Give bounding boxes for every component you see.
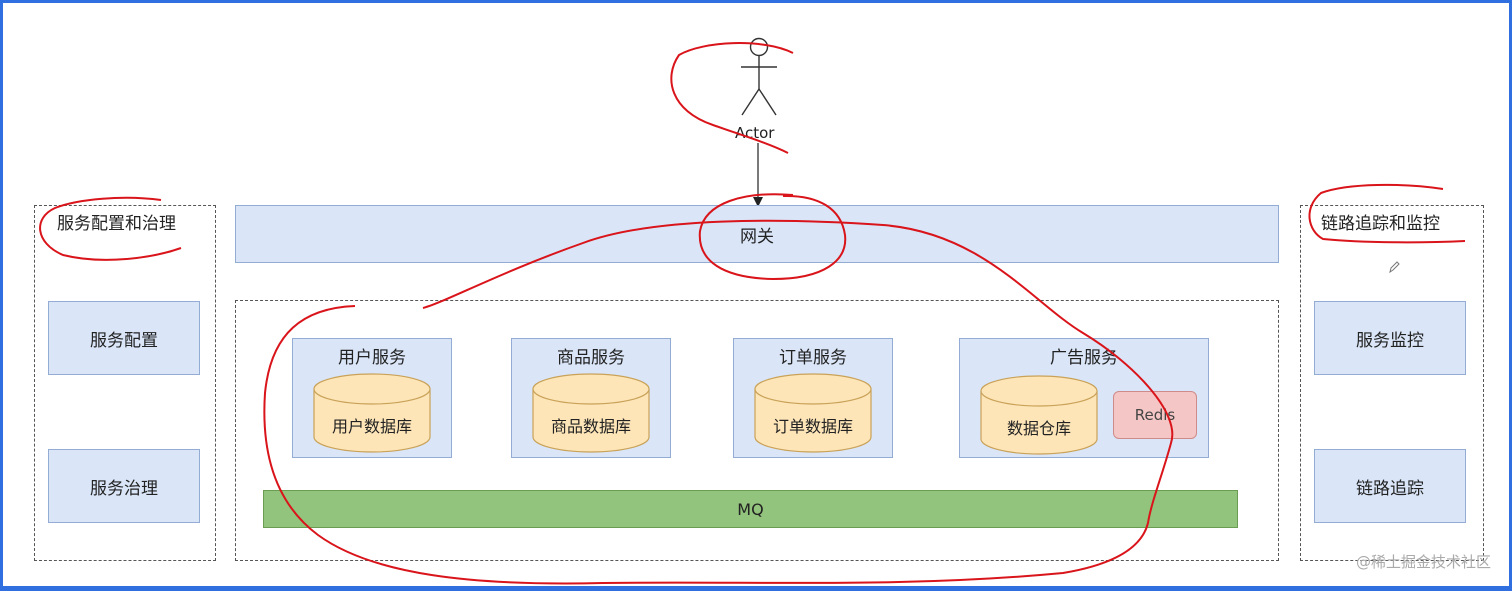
link-tracing-label: 链路追踪 — [1356, 478, 1424, 499]
ad-service-title: 广告服务 — [1050, 348, 1118, 368]
gateway-box: 网关 — [235, 205, 1279, 263]
order-service-title: 订单服务 — [779, 348, 847, 368]
service-monitoring-label: 服务监控 — [1356, 330, 1424, 351]
product-service-box: 商品服务 商品数据库 — [511, 338, 671, 458]
service-monitoring-box: 服务监控 — [1314, 301, 1466, 375]
data-warehouse: 数据仓库 — [980, 375, 1098, 455]
ad-service-box: 广告服务 数据仓库 Redis — [959, 338, 1209, 458]
product-service-title: 商品服务 — [557, 348, 625, 368]
actor-to-gateway-arrow — [753, 143, 763, 207]
service-config-label: 服务配置 — [90, 330, 158, 351]
user-database-label: 用户数据库 — [331, 417, 412, 436]
order-service-box: 订单服务 订单数据库 — [733, 338, 893, 458]
service-governance-box: 服务治理 — [48, 449, 200, 523]
actor-label: Actor — [735, 124, 775, 142]
product-database-label: 商品数据库 — [550, 417, 631, 436]
gateway-label: 网关 — [740, 226, 774, 247]
watermark: @稀土掘金技术社区 — [1355, 553, 1491, 571]
actor-stick-figure-icon — [741, 37, 777, 116]
data-warehouse-label: 数据仓库 — [1006, 419, 1071, 438]
redis-cache-box: Redis — [1113, 391, 1197, 439]
order-database: 订单数据库 — [754, 373, 872, 453]
service-config-box: 服务配置 — [48, 301, 200, 375]
user-service-title: 用户服务 — [338, 348, 406, 368]
user-service-box: 用户服务 用户数据库 — [292, 338, 452, 458]
mq-label: MQ — [737, 499, 764, 519]
right-panel-title: 链路追踪和监控 — [1321, 214, 1440, 234]
service-governance-label: 服务治理 — [90, 478, 158, 499]
redis-label: Redis — [1134, 406, 1176, 424]
user-database: 用户数据库 — [313, 373, 431, 453]
link-tracing-box: 链路追踪 — [1314, 449, 1466, 523]
left-panel-title: 服务配置和治理 — [57, 214, 176, 234]
order-database-label: 订单数据库 — [772, 417, 853, 436]
mq-bar: MQ — [263, 490, 1238, 528]
product-database: 商品数据库 — [532, 373, 650, 453]
pencil-icon — [1389, 261, 1400, 274]
